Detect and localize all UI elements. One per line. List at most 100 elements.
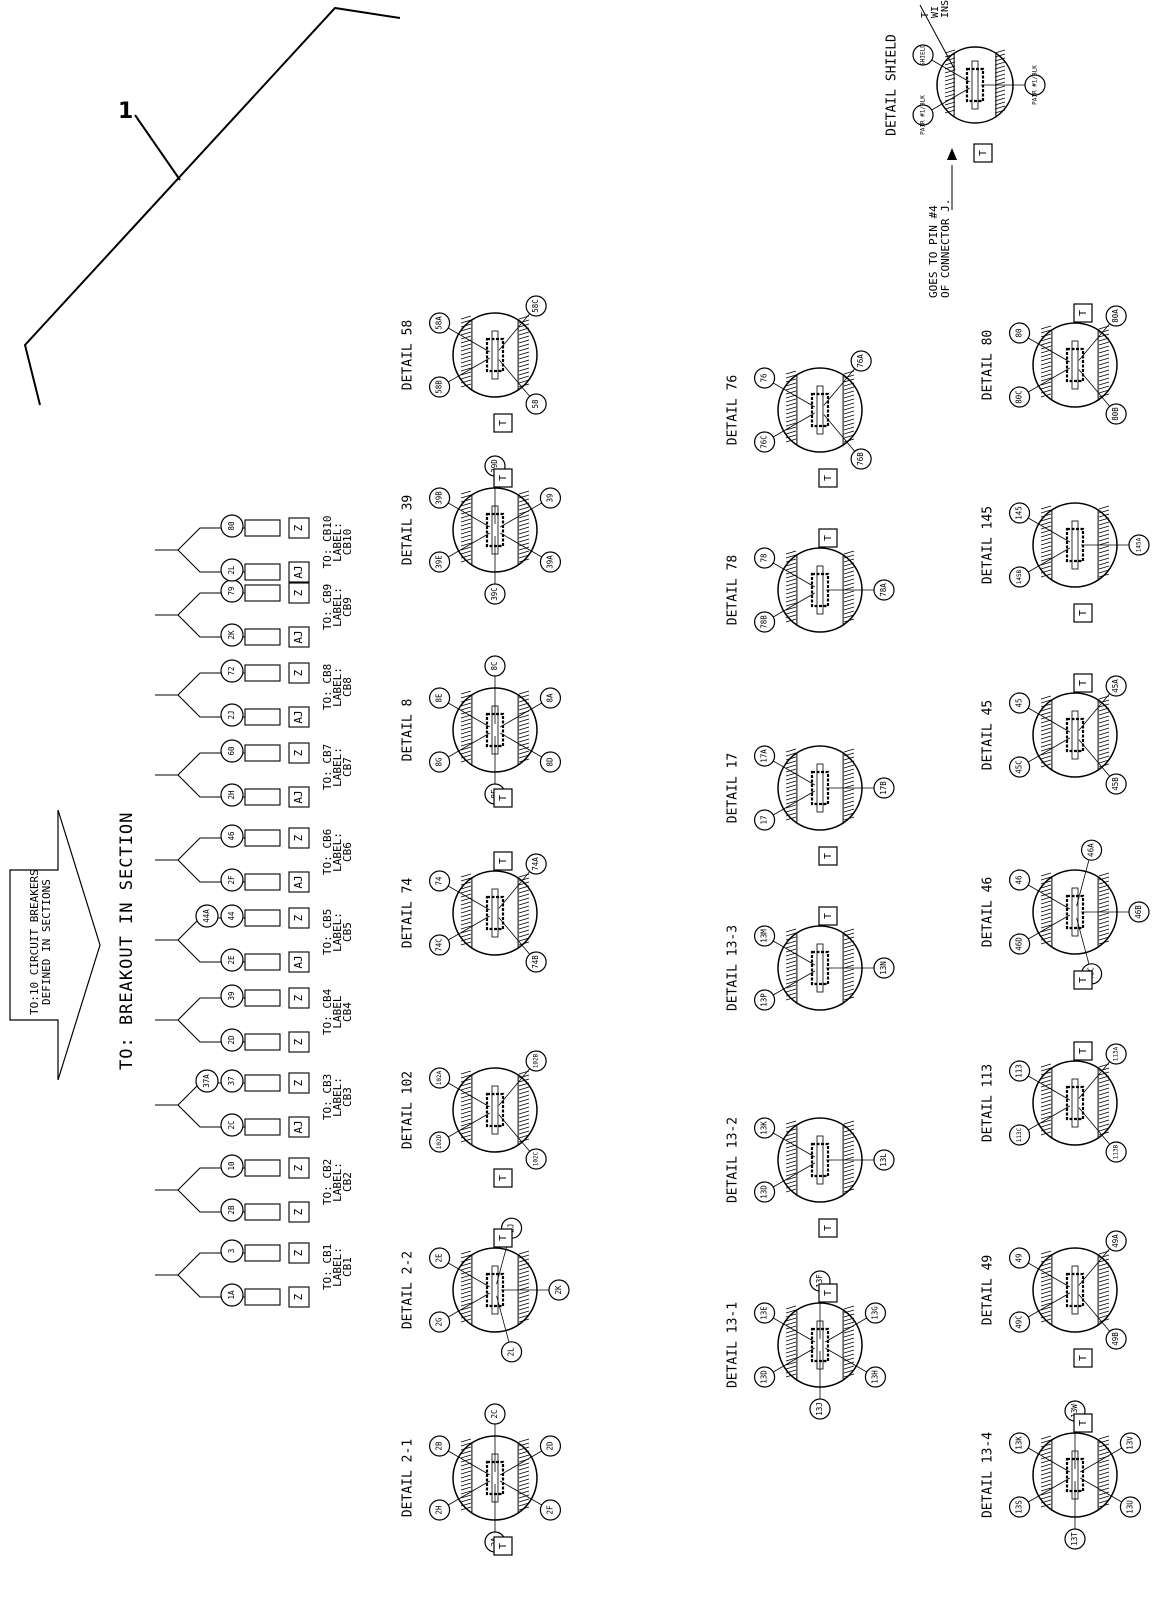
hatch-line <box>518 917 530 922</box>
hatch-line <box>843 606 855 611</box>
wire-balloon: 2J <box>220 703 244 727</box>
detail-title: DETAIL 39 <box>401 495 416 565</box>
hatch-line <box>1098 928 1110 933</box>
tag-t: T <box>1073 673 1093 693</box>
hatch-line <box>1040 1282 1052 1287</box>
hatch-line <box>1040 743 1052 748</box>
breaker-label: TO: CB9 <box>321 584 334 630</box>
hatch-line <box>843 610 855 615</box>
balloon-circle <box>220 1239 244 1263</box>
wire-balloon: 8A <box>539 687 562 709</box>
hatch-line <box>994 61 1006 66</box>
detail-title: DETAIL 58 <box>401 320 416 390</box>
balloon-label: 39D <box>490 459 499 473</box>
hatch-line <box>518 347 530 352</box>
hatch-line <box>460 1102 472 1107</box>
balloon-label: 39E <box>435 555 444 569</box>
hatch-line <box>994 73 1006 78</box>
balloon-circle <box>873 579 895 601</box>
hatch-line <box>460 722 472 727</box>
hatch-line <box>843 1120 855 1125</box>
balloon-label: 13K <box>1015 1436 1024 1450</box>
hatch-line <box>518 726 530 731</box>
hatch-line <box>843 948 855 953</box>
hatch-line <box>785 382 797 387</box>
hatch-line <box>460 490 472 495</box>
tag-box <box>1073 303 1093 323</box>
terminal-mark: Z <box>288 1072 310 1094</box>
wire-balloon: 8D <box>539 751 562 773</box>
callout-leader <box>23 6 401 406</box>
mark-box <box>288 1157 310 1179</box>
hatch-line <box>785 598 797 603</box>
balloon-circle <box>873 777 895 799</box>
hatch-line <box>460 526 472 531</box>
shield-note: GOES TO PIN #4 OF CONNECTOR J. T WI INS <box>919 0 957 298</box>
hatch-line <box>1098 1471 1110 1476</box>
tag-t: T <box>493 468 513 488</box>
hatch-line <box>518 1102 530 1107</box>
hatch-line <box>1040 1455 1052 1460</box>
hatch-line <box>843 398 855 403</box>
hatch-line <box>785 1305 797 1310</box>
tag-box <box>493 1168 513 1188</box>
balloon-circle <box>753 611 776 633</box>
hatch-line <box>1040 1266 1052 1271</box>
hatch-line <box>1098 389 1110 394</box>
wire-balloon: 45 <box>1008 692 1031 714</box>
hatch-line <box>1040 1119 1052 1124</box>
hatch-line <box>460 877 472 882</box>
mark-box <box>288 1201 310 1223</box>
hatch-line <box>518 893 530 898</box>
wire-balloon: 13J <box>809 1398 831 1420</box>
hatch-line <box>1098 353 1110 358</box>
hatch-line <box>1098 561 1110 566</box>
wire-balloon: 2K <box>220 623 244 647</box>
splice-sleeve <box>816 565 824 615</box>
balloon-circle <box>428 751 451 773</box>
shield-note-line-1: GOES TO PIN #4 <box>927 205 940 298</box>
hatch-line <box>1040 747 1052 752</box>
terminal-box <box>244 1074 281 1092</box>
balloon-label: 44A <box>202 909 211 923</box>
detail-views: 2B2C2D2F2A2HTDETAIL 2-12E2J2K2L2GTDETAIL… <box>401 34 1150 1556</box>
balloon-circle <box>428 1499 451 1521</box>
hatch-line <box>1098 735 1110 740</box>
tag-t: T <box>1073 1413 1093 1433</box>
tag-box <box>818 906 838 926</box>
detail-circle <box>452 312 538 398</box>
hatch-line <box>944 85 956 90</box>
wire-balloon: 113C <box>1008 1124 1031 1146</box>
hatch-line <box>1040 357 1052 362</box>
terminal-mark: Z <box>288 662 310 684</box>
mark-letter: AJ <box>292 955 305 968</box>
hatch-line <box>460 746 472 751</box>
balloon-circle <box>428 1435 451 1457</box>
tag-letter: T <box>823 913 834 919</box>
balloon-label: 46B <box>1134 905 1143 919</box>
hatch-line <box>1098 1435 1110 1440</box>
hatch-line <box>518 738 530 743</box>
hatch-line <box>944 73 956 78</box>
hatch-line <box>460 1082 472 1087</box>
wire-balloon: 8G <box>428 751 451 773</box>
wire-balloon: 76B <box>850 448 872 470</box>
balloon-label: 13U <box>1125 1500 1134 1514</box>
hatch-line <box>843 594 855 599</box>
hatch-line <box>1040 537 1052 542</box>
wire-balloon: 13V <box>1119 1432 1142 1454</box>
wire-balloon: 45A <box>1105 675 1127 697</box>
hatch-line <box>1098 373 1110 378</box>
detail-title: DETAIL 46 <box>981 877 996 947</box>
hatch-line <box>518 734 530 739</box>
splice-sleeve <box>816 763 824 813</box>
tag-t: T <box>1073 1041 1093 1061</box>
balloon-circle <box>1008 933 1031 955</box>
hatch-line <box>518 1466 530 1471</box>
wire-balloon: 2L <box>500 1341 523 1363</box>
hatch-line <box>460 730 472 735</box>
hatch-line <box>460 690 472 695</box>
wire-balloon: 17 <box>753 809 776 831</box>
hatch-line <box>518 1310 530 1315</box>
